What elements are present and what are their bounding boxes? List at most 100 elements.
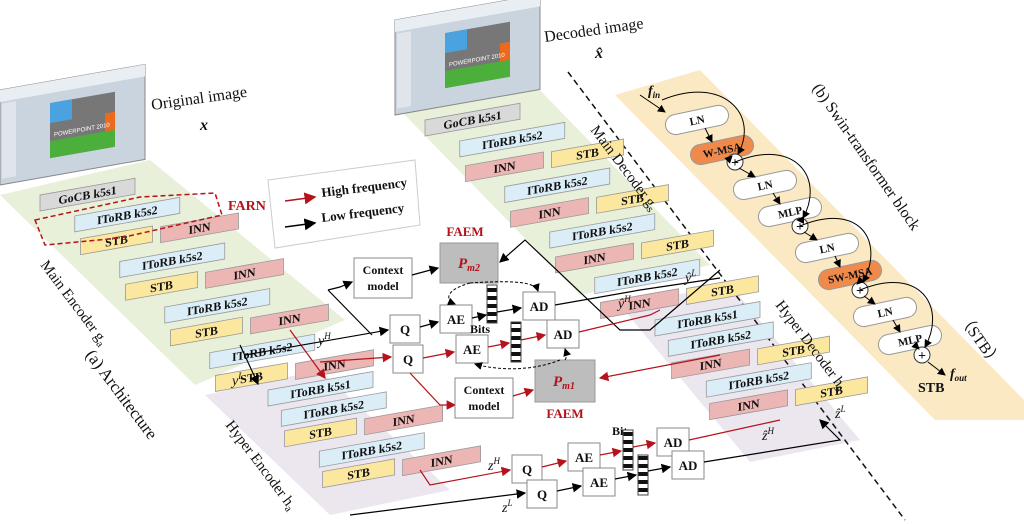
swin-ln: LN: [852, 296, 918, 328]
svg-text:STB: STB: [309, 424, 332, 442]
ae-top: AE: [439, 304, 473, 334]
svg-text:STB: STB: [347, 465, 370, 483]
q-hyper-low: Q: [526, 479, 558, 509]
svg-text:STB: STB: [782, 342, 805, 360]
ae-bottom: AE: [455, 334, 489, 364]
svg-text:STB: STB: [621, 191, 644, 209]
block-inn: INN: [555, 242, 634, 274]
svg-text:INN: INN: [393, 412, 415, 430]
svg-text:INN: INN: [234, 265, 256, 283]
block-stb: STB: [795, 376, 868, 407]
yLhat-label: ŷL: [683, 268, 696, 286]
svg-text:INN: INN: [539, 204, 561, 222]
svg-text:LN: LN: [876, 306, 893, 321]
svg-text:Q: Q: [400, 322, 410, 337]
ae-hyper-high: AE: [567, 442, 601, 472]
svg-text:+: +: [856, 284, 864, 299]
svg-text:Q: Q: [522, 462, 532, 477]
svg-text:Q: Q: [537, 487, 547, 502]
ad-hyper-low: AD: [671, 450, 705, 480]
legend: High frequency Low frequency: [267, 159, 421, 249]
original-image-symbol: x: [199, 117, 208, 134]
swin-ln: LN: [794, 232, 860, 264]
architecture-caption: (a) Architecture: [82, 346, 162, 443]
original-image-label: Original image: [150, 84, 248, 114]
svg-text:INN: INN: [738, 396, 760, 414]
svg-text:Pm2: Pm2: [458, 256, 480, 274]
block-stb: STB: [596, 184, 669, 214]
svg-text:STB: STB: [150, 278, 173, 296]
bits-hyper-low: [637, 454, 649, 496]
bits-label-mid: Bits: [470, 322, 490, 336]
svg-text:LN: LN: [818, 242, 835, 257]
block-inn: INN: [709, 389, 788, 421]
swin-ln: LN: [732, 169, 798, 201]
svg-text:INN: INN: [494, 158, 516, 176]
svg-text:LN: LN: [756, 179, 773, 194]
decoded-image: POWERPOINT 2010: [394, 0, 541, 116]
svg-text:AE: AE: [575, 450, 593, 465]
svg-text:STB: STB: [195, 323, 218, 341]
svg-text:Context: Context: [464, 383, 505, 397]
ad-top: AD: [522, 291, 556, 321]
block-inn: INN: [250, 303, 329, 335]
q-bottom: Q: [392, 344, 424, 374]
swin-mlp: MLP: [757, 196, 823, 228]
block-inn: INN: [671, 348, 750, 380]
block-inn: INN: [402, 445, 482, 477]
zHhat-label: ẑH: [761, 426, 774, 444]
bits-hyper-high: [622, 429, 634, 471]
context-model-top: Context model: [353, 257, 413, 299]
q-hyper-high: Q: [511, 454, 543, 484]
svg-text:model: model: [367, 279, 399, 293]
farn-box: [33, 192, 223, 246]
decoded-image-label: Decoded image: [543, 15, 644, 46]
svg-text:AE: AE: [463, 342, 481, 357]
pm2-box: Pm2: [439, 242, 499, 284]
faem-label-bottom: FAEM: [546, 406, 583, 421]
svg-text:AD: AD: [530, 299, 549, 314]
block-inn: INN: [205, 258, 284, 289]
block-stb: STB: [757, 335, 830, 366]
svg-text:AE: AE: [447, 312, 465, 327]
svg-text:Pm1: Pm1: [553, 374, 575, 392]
block-inn: INN: [600, 288, 679, 319]
original-image: POWERPOINT 2010: [0, 63, 146, 186]
zL-label: zL: [501, 498, 512, 516]
svg-text:STB: STB: [711, 282, 734, 300]
block-stb: STB: [170, 316, 243, 347]
svg-text:Q: Q: [403, 352, 413, 367]
svg-text:LN: LN: [688, 114, 705, 129]
ad-bottom: AD: [546, 319, 580, 349]
block-stb: STB: [641, 229, 714, 260]
block-stb: STB: [284, 417, 358, 448]
zLhat-label: ẑL: [834, 404, 845, 422]
swin-footer: STB: [918, 381, 944, 396]
yL-label: yL: [230, 371, 243, 389]
svg-text:+: +: [731, 156, 739, 171]
svg-text:STB: STB: [576, 145, 599, 163]
block-stb: STB: [551, 138, 624, 169]
decoded-image-symbol: x̂: [594, 45, 603, 62]
svg-text:model: model: [468, 399, 500, 413]
svg-text:INN: INN: [629, 295, 651, 313]
bits-top: [486, 284, 498, 324]
block-inn: INN: [364, 404, 444, 436]
svg-text:INN: INN: [279, 311, 301, 329]
block-stb: STB: [125, 271, 198, 301]
add-node: +: [913, 346, 931, 364]
svg-text:STB: STB: [105, 232, 128, 250]
swin-ln: LN: [664, 104, 730, 136]
svg-text:Context: Context: [363, 263, 404, 277]
bits-bottom: [510, 321, 522, 363]
svg-text:AD: AD: [679, 458, 698, 473]
svg-text:AD: AD: [554, 327, 573, 342]
yHhat-label: ŷH: [616, 294, 631, 312]
block-stb: STB: [80, 225, 153, 256]
svg-text:STB: STB: [820, 383, 843, 401]
